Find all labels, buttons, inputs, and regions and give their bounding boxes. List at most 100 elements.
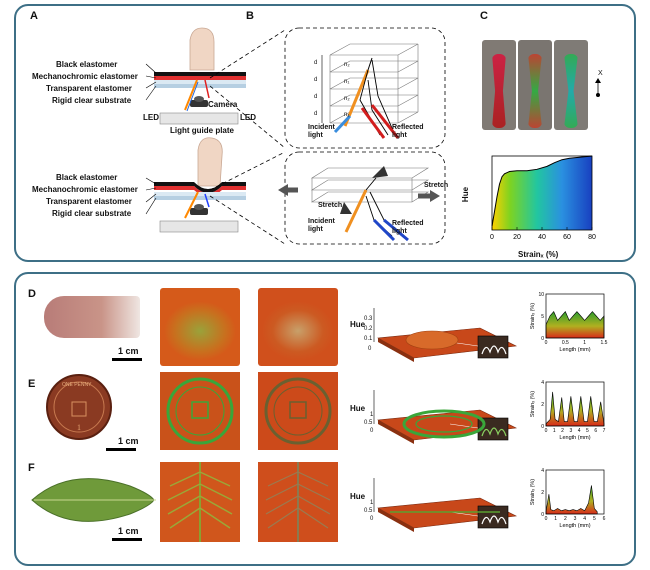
- x-tick-label: 3: [569, 428, 572, 434]
- inset-ridge: [481, 515, 507, 525]
- penny-photo: 1: [46, 374, 112, 440]
- leaf-processed-image: [258, 462, 338, 542]
- label-reflected-light-top: Reflected light: [392, 124, 424, 139]
- x-tick-label: 0: [490, 234, 494, 241]
- surface-side: [378, 508, 414, 532]
- label-transparent-top: Transparent elastomer: [46, 84, 132, 93]
- plot-frame: [545, 381, 605, 427]
- hue-tick-e-0: 1: [370, 412, 374, 418]
- strain-area: [545, 485, 598, 515]
- y-tick-label: 0: [541, 512, 544, 518]
- x-tick-label: 6: [603, 516, 606, 522]
- scale-label-e: 1 cm: [118, 436, 139, 446]
- fingerprint-processed-image: [258, 288, 338, 366]
- label-reflected-light-bottom: Reflected light: [392, 220, 424, 235]
- x-tick-label: 5: [593, 516, 596, 522]
- axis-x-letter: X: [598, 70, 603, 77]
- hue-tick-e-1: 0.5: [364, 420, 373, 426]
- chart-c-ylabel: Hue: [461, 186, 471, 203]
- y-tick-label: 4: [541, 380, 544, 386]
- label-rigid-bottom: Rigid clear substrate: [52, 209, 132, 218]
- leaf-hue-surface: [373, 478, 518, 532]
- fingertip-photo: [44, 296, 140, 338]
- svg-text:1: 1: [77, 423, 81, 432]
- y-tick-label: 10: [538, 292, 544, 298]
- coin-text-photo: ONE PENNY: [62, 382, 92, 388]
- leaf-photo: [31, 478, 156, 522]
- y-tick-label: 2: [541, 490, 544, 496]
- x-tick-label: 5: [586, 428, 589, 434]
- label-incident-light-top: Incident light: [308, 124, 335, 139]
- label-light-guide-plate: Light guide plate: [170, 126, 234, 135]
- x-axis-label: Length (mm): [559, 523, 590, 529]
- x-tick-label: 2: [561, 428, 564, 434]
- penny-processed-image: [258, 372, 338, 450]
- scale-bar-f: [112, 538, 142, 541]
- y-tick-label: 5: [541, 314, 544, 320]
- axis-x-arrow-icon: [595, 78, 601, 97]
- hue-line: [491, 155, 593, 227]
- hue-axis-label-e: Hue: [350, 404, 366, 413]
- surface-side: [378, 420, 414, 444]
- scale-bar-d: [112, 358, 142, 361]
- hue-tick-e-2: 0: [370, 428, 374, 434]
- scale-label-d: 1 cm: [118, 346, 139, 356]
- y-tick-label: 4: [541, 468, 544, 474]
- hue-tick-d-2: 0.1: [364, 336, 373, 342]
- x-tick-label: 1.5: [601, 340, 608, 346]
- x-tick-label: 1: [554, 516, 557, 522]
- label-d-2: d: [314, 77, 318, 83]
- hue-tick-f-0: 1: [370, 500, 374, 506]
- strain-area: [545, 311, 605, 339]
- scale-label-f: 1 cm: [118, 526, 139, 536]
- panel-label-b: B: [246, 10, 254, 22]
- label-camera: Camera: [208, 100, 238, 109]
- hue-axis-label-f: Hue: [350, 492, 366, 501]
- label-black-elastomer-top: Black elastomer: [56, 60, 118, 69]
- strain-area: [545, 391, 605, 427]
- label-d-3: d: [314, 94, 318, 100]
- x-tick-label: 0: [545, 428, 548, 434]
- y-axis-label: Strainₓ (%): [530, 391, 536, 417]
- penny-hue-surface: [373, 390, 518, 444]
- surface-plane: [377, 497, 518, 529]
- plot-frame: [545, 469, 605, 515]
- label-rigid-top: Rigid clear substrate: [52, 96, 132, 105]
- label-stretch-right: Stretch: [424, 182, 449, 189]
- y-axis-label: Strainₓ (%): [530, 303, 536, 329]
- panel-label-c: C: [480, 10, 488, 22]
- label-stretch-left: Stretch: [318, 202, 343, 209]
- x-tick-label: 3: [574, 516, 577, 522]
- label-d-1: d: [314, 60, 318, 66]
- y-tick-label: 0: [541, 336, 544, 342]
- penny-color-image: [160, 372, 240, 450]
- x-tick-label: 0: [545, 516, 548, 522]
- stretch-photo-green: [518, 40, 552, 130]
- stretch-photo-teal: [554, 40, 588, 130]
- inset-ridge: [481, 345, 507, 355]
- x-tick-label: 80: [588, 234, 596, 241]
- label-n-3: n₂: [344, 96, 350, 102]
- hue-tick-f-2: 0: [370, 516, 374, 522]
- zoom-leader: [449, 423, 479, 429]
- hue-area: [492, 156, 592, 230]
- panel-label-f: F: [28, 462, 35, 474]
- x-tick-label: 6: [594, 428, 597, 434]
- label-mechanochromic-top: Mechanochromic elastomer: [32, 72, 138, 81]
- x-axis-label: Length (mm): [559, 347, 590, 353]
- hue-tick-d-3: 0: [368, 346, 372, 352]
- fingerprint-bump: [405, 330, 459, 350]
- label-black-elastomer-bottom: Black elastomer: [56, 173, 118, 182]
- stretch-photo-red: [482, 40, 516, 130]
- label-incident-light-bottom: Incident light: [308, 218, 335, 233]
- hue-tick-f-1: 0.5: [364, 508, 373, 514]
- label-led-left: LED: [143, 113, 159, 122]
- panel-label-d: D: [28, 288, 36, 300]
- label-n-4: n₁: [344, 112, 350, 118]
- y-axis-label: Strainₓ (%): [530, 479, 536, 505]
